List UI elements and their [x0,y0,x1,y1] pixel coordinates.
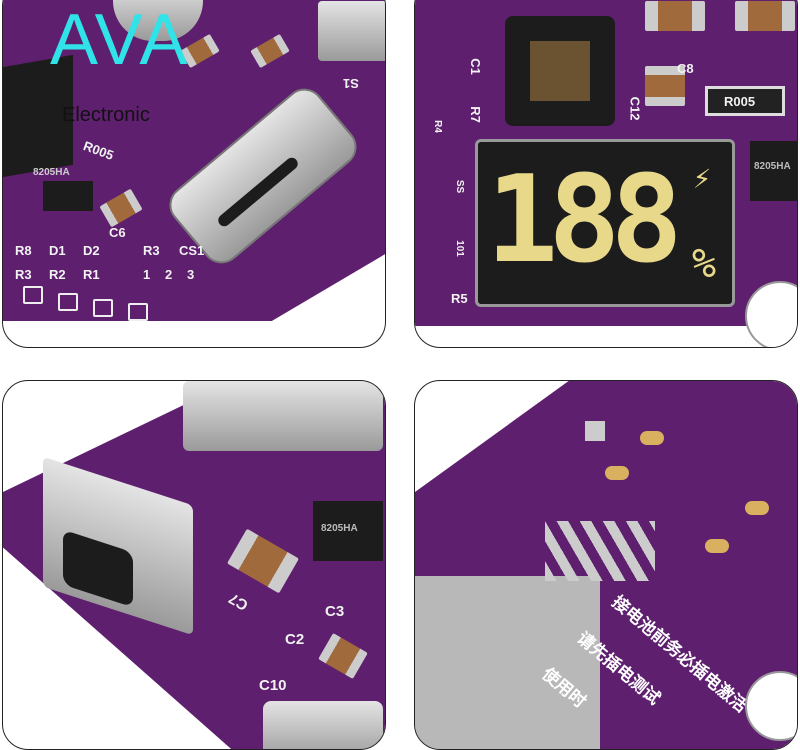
display-digits: 188 [486,151,683,290]
solder-hole [745,501,769,515]
label-r3: R3 [15,267,32,282]
label-c2: C2 [285,631,305,648]
mosfet-chip: 8205HA [313,501,383,561]
label-1: 1 [143,267,151,282]
label-c10: C10 [259,677,287,694]
label-r3b: R3 [143,243,160,258]
display-percent: % [692,241,717,287]
label-c8: C8 [677,61,694,76]
photo-panel-usb-c-closeup: R005 8205HA C6 S1 R8 D1 D2 R3 CS1 R3 R2 … [2,0,386,348]
usb-c-port [183,381,383,451]
label-101: 101 [453,240,465,257]
solder-pad [58,293,78,311]
capacitor [645,1,705,31]
label-r5: R5 [451,291,468,306]
label-8205ha: 8205HA [33,167,70,178]
solder-pad [23,286,43,304]
label-8205ha: 8205HA [321,523,358,534]
solder-hole [705,539,729,553]
label-r005: R005 [724,94,756,109]
photo-panel-display-closeup: 188 ⚡ % R005 8205HA C1 C12 C8 R7 R4 R5 S… [414,0,798,348]
photo-panel-board-back: 接电池前务必插电激活 请先插电测试 使用时 [414,380,798,750]
mosfet-chip [43,181,93,211]
solder-pad [128,303,148,321]
solder-pad [93,299,113,317]
label-2: 2 [165,267,173,282]
label-8205ha: 8205HA [754,161,791,172]
label-d2: D2 [83,243,100,258]
label-r4: R4 [431,120,443,133]
charging-bolt-icon: ⚡ [693,161,712,196]
label-r2: R2 [49,267,66,282]
mosfet-chip: 8205HA [750,141,797,201]
label-cs1: CS1 [179,243,205,258]
capacitor [735,1,795,31]
ground-pad [415,576,600,749]
test-pad [585,421,605,441]
label-c12: C12 [627,96,643,121]
mounting-hole [745,671,797,741]
label-r7: R7 [467,106,483,123]
controller-ic [505,16,615,126]
inductor [263,701,383,749]
label-ss: SS [454,179,466,194]
label-c6: C6 [109,225,126,240]
label-c1: C1 [467,58,483,75]
label-3: 3 [187,267,195,282]
label-r1: R1 [83,267,100,282]
brand-logo: AVA [50,0,190,80]
resistor-r005: R005 [705,86,785,116]
solder-hole [640,431,664,445]
label-r8: R8 [15,243,32,258]
mounting-hole [745,281,797,347]
photo-panel-switch-closeup: 8205HA C7 C2 C3 C10 [2,380,386,750]
brand-logo-subtitle: Electronic [62,104,150,126]
smd-pads [545,521,655,581]
label-c3: C3 [325,603,345,620]
solder-hole [605,466,629,480]
led-display: 188 ⚡ % [475,139,735,307]
label-d1: D1 [49,243,66,258]
switch [318,1,385,61]
label-s1: S1 [343,76,359,91]
